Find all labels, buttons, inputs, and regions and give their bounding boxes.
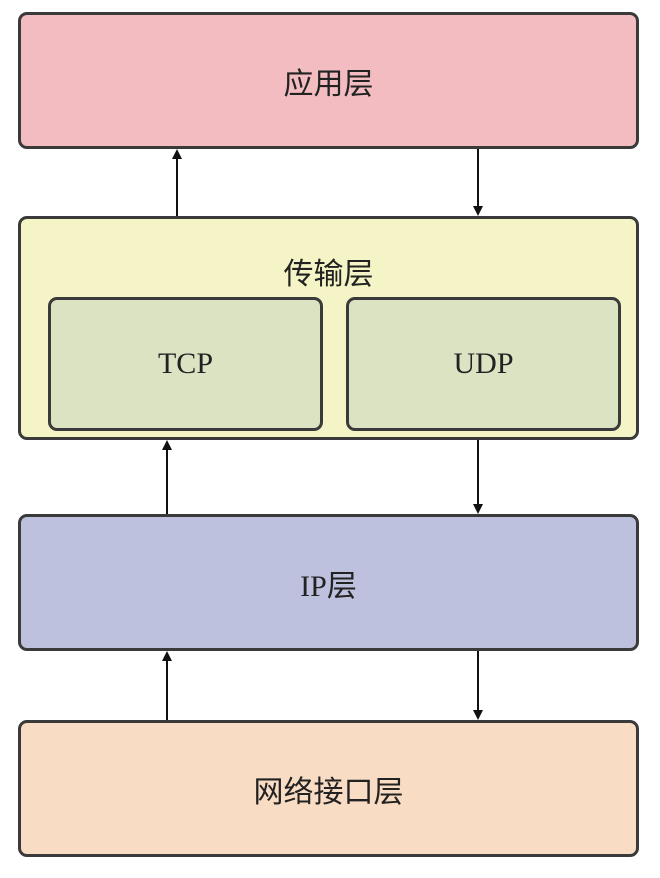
transport-layer-label: 传输层	[283, 258, 374, 291]
udp-box: UDP	[346, 297, 621, 431]
tcp-box: TCP	[48, 297, 323, 431]
link-layer-box: 网络接口层	[18, 720, 639, 857]
tcp-label: TCP	[157, 347, 214, 380]
link-layer-label: 网络接口层	[253, 775, 404, 809]
application-layer-box: 应用层	[18, 12, 639, 149]
ip-layer-box: IP层	[18, 514, 639, 651]
udp-label: UDP	[453, 347, 514, 380]
ip-layer-label: IP层	[300, 569, 357, 603]
application-layer-label: 应用层	[283, 67, 374, 101]
transport-layer-box: 传输层 TCP UDP	[18, 216, 639, 440]
